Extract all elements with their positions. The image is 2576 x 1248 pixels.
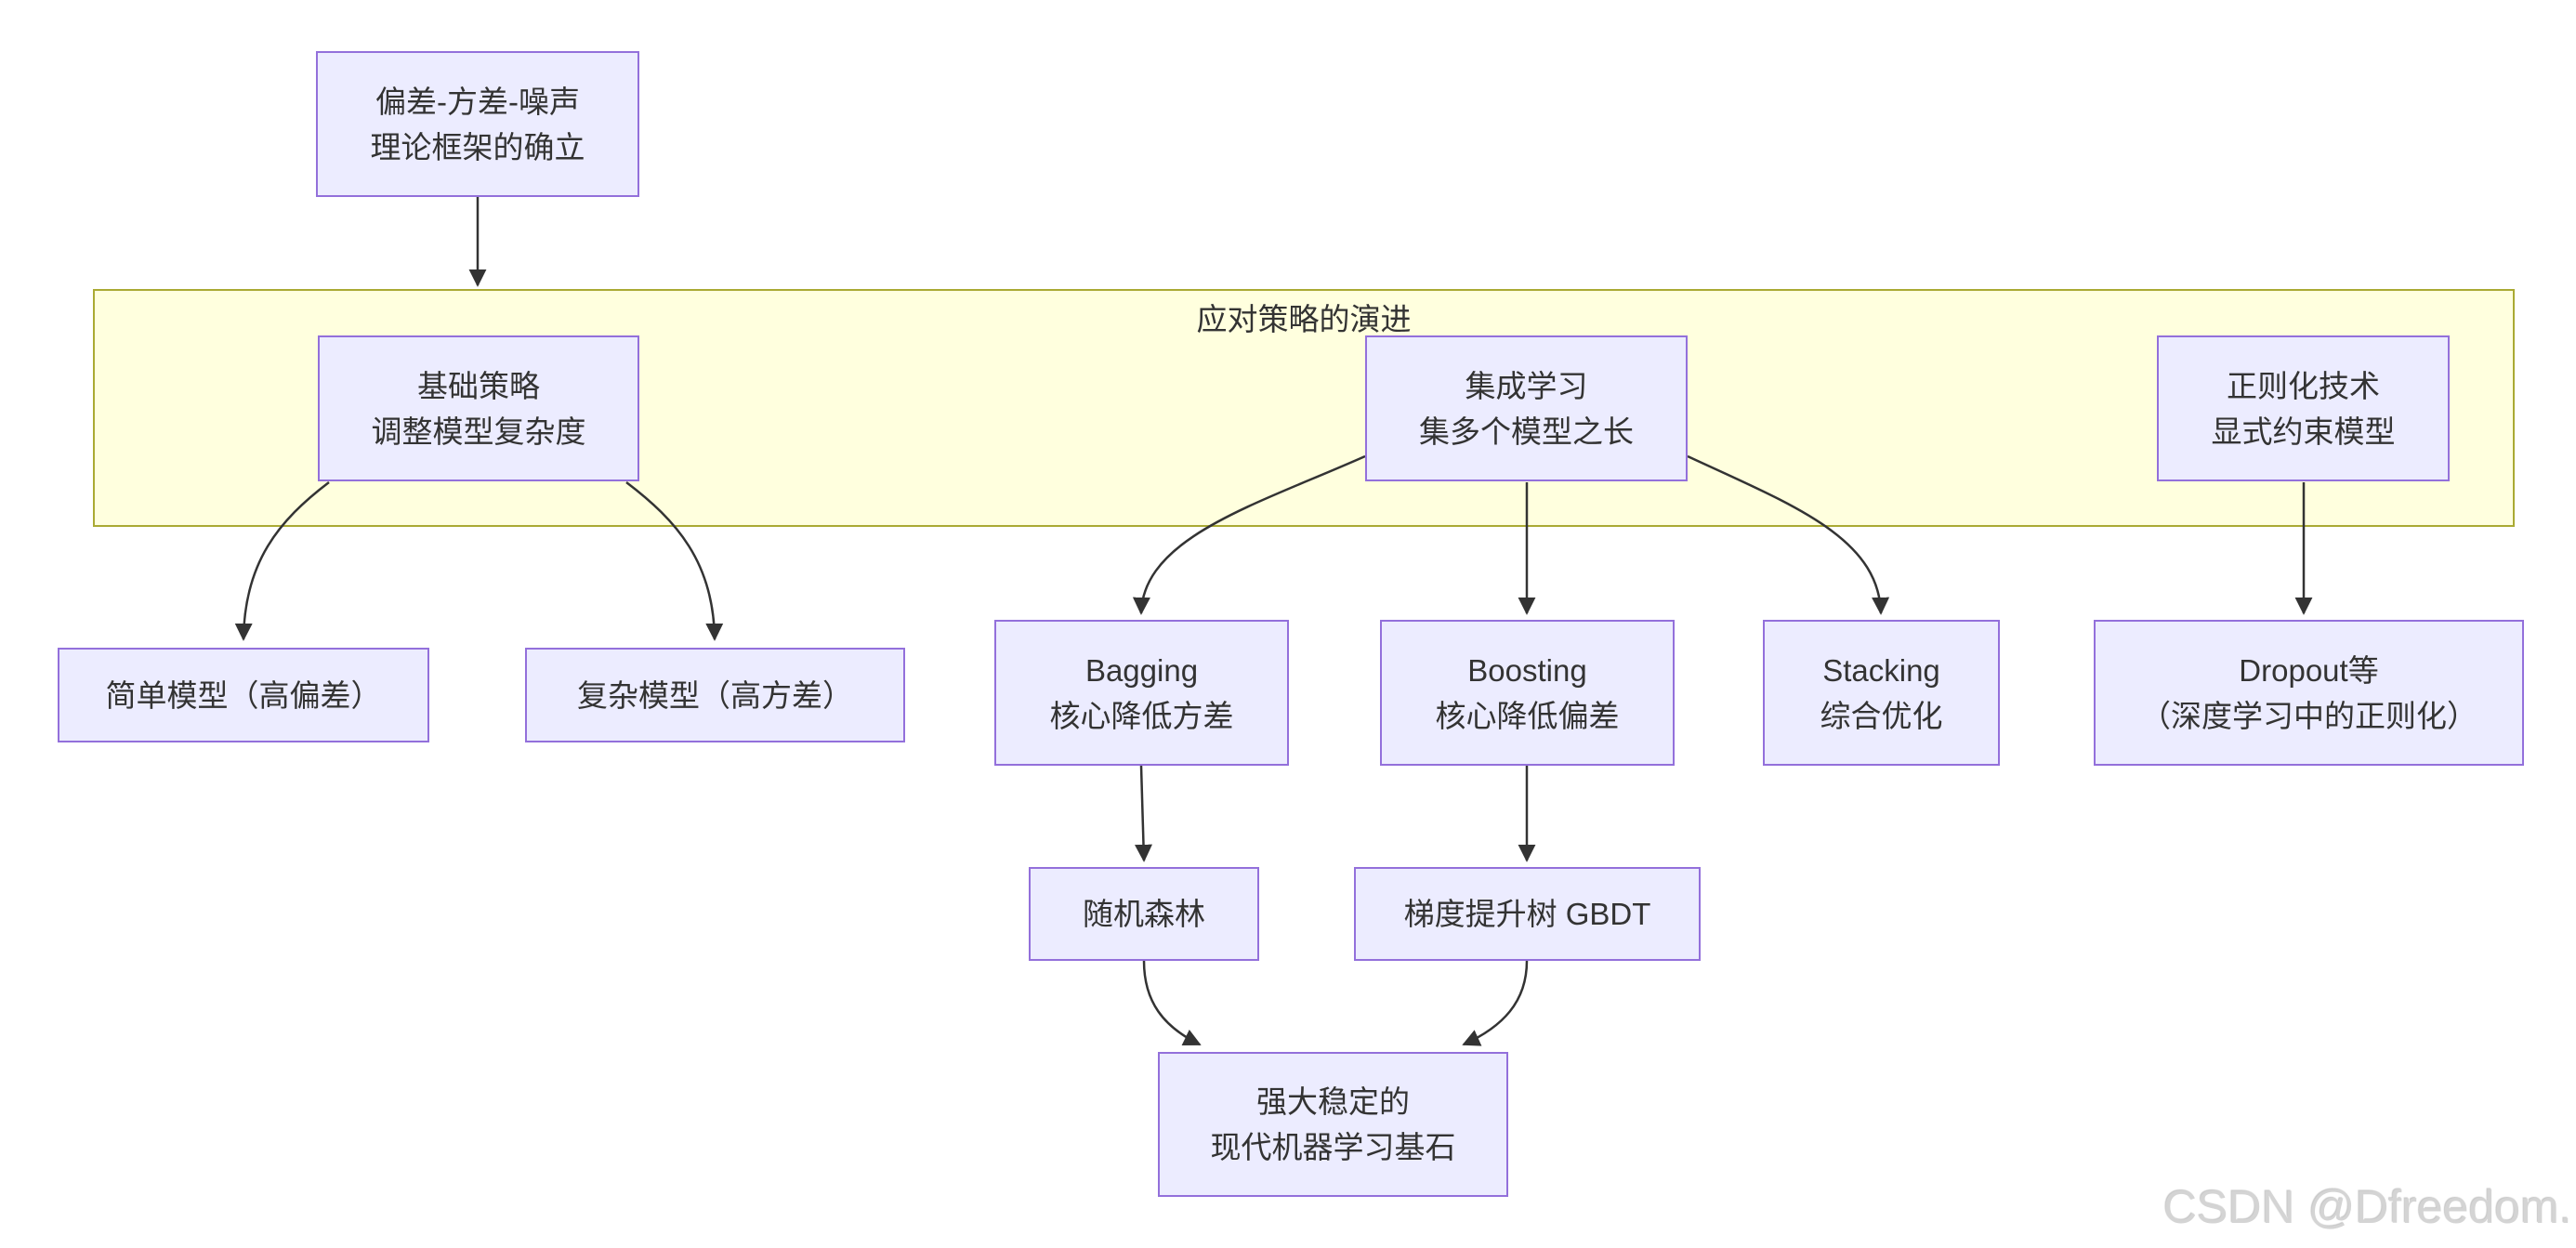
node-foundation-line1: 强大稳定的 — [1256, 1084, 1410, 1119]
edge-gbdt-to-foundation — [1462, 960, 1529, 1046]
node-complex-model-line1: 复杂模型（高方差） — [577, 677, 853, 713]
node-simple-model: 简单模型（高偏差） — [58, 648, 429, 742]
edge-bagging-to-random-forest — [1135, 765, 1152, 862]
node-random-forest: 随机森林 — [1029, 867, 1259, 961]
node-bias-variance-noise-line2: 理论框架的确立 — [370, 129, 585, 164]
node-boosting-line1: Boosting — [1467, 652, 1587, 688]
node-bias-variance-noise: 偏差-方差-噪声 理论框架的确立 — [316, 51, 639, 197]
node-dropout-line2: （深度学习中的正则化） — [2140, 698, 2477, 733]
node-bagging-line2: 核心降低方差 — [1049, 698, 1234, 733]
edge-basic-to-simple-model — [234, 481, 330, 641]
edge-ensemble-to-bagging — [1132, 454, 1366, 615]
node-dropout-line1: Dropout等 — [2239, 652, 2379, 688]
node-simple-model-line1: 简单模型（高偏差） — [105, 677, 382, 713]
node-regularization-line1: 正则化技术 — [2227, 368, 2380, 403]
node-random-forest-line1: 随机森林 — [1083, 897, 1205, 931]
node-dropout: Dropout等 （深度学习中的正则化） — [2094, 620, 2524, 766]
node-bagging: Bagging 核心降低方差 — [994, 620, 1289, 766]
node-regularization: 正则化技术 显式约束模型 — [2157, 335, 2450, 481]
cluster-title: 应对策略的演进 — [1196, 302, 1412, 336]
node-ensemble-learning-line2: 集多个模型之长 — [1419, 414, 1634, 449]
node-complex-model: 复杂模型（高方差） — [525, 648, 905, 742]
node-ensemble-learning: 集成学习 集多个模型之长 — [1365, 335, 1688, 481]
edge-basic-to-complex-model — [625, 481, 724, 641]
node-ensemble-learning-line1: 集成学习 — [1465, 368, 1588, 403]
node-foundation-line2: 现代机器学习基石 — [1210, 1130, 1456, 1164]
node-stacking: Stacking 综合优化 — [1763, 620, 2000, 766]
node-regularization-line2: 显式约束模型 — [2211, 414, 2396, 449]
edge-ensemble-to-stacking — [1687, 454, 1890, 615]
node-basic-strategy-line2: 调整模型复杂度 — [371, 414, 586, 449]
node-bagging-line1: Bagging — [1084, 652, 1199, 688]
edge-random-forest-to-foundation — [1142, 960, 1202, 1046]
node-gbdt-line1: 梯度提升树 GBDT — [1403, 897, 1651, 931]
node-bias-variance-noise-line1: 偏差-方差-噪声 — [375, 84, 580, 119]
node-stacking-line2: 综合优化 — [1820, 698, 1943, 733]
node-basic-strategy-line1: 基础策略 — [417, 368, 540, 403]
node-boosting-line2: 核心降低偏差 — [1435, 698, 1620, 733]
node-basic-strategy: 基础策略 调整模型复杂度 — [318, 335, 639, 481]
node-foundation: 强大稳定的 现代机器学习基石 — [1158, 1052, 1508, 1197]
csdn-watermark: CSDN @Dfreedom. — [2163, 1181, 2572, 1233]
node-gbdt: 梯度提升树 GBDT — [1354, 867, 1701, 961]
node-stacking-line1: Stacking — [1822, 652, 1940, 688]
node-boosting: Boosting 核心降低偏差 — [1380, 620, 1675, 766]
